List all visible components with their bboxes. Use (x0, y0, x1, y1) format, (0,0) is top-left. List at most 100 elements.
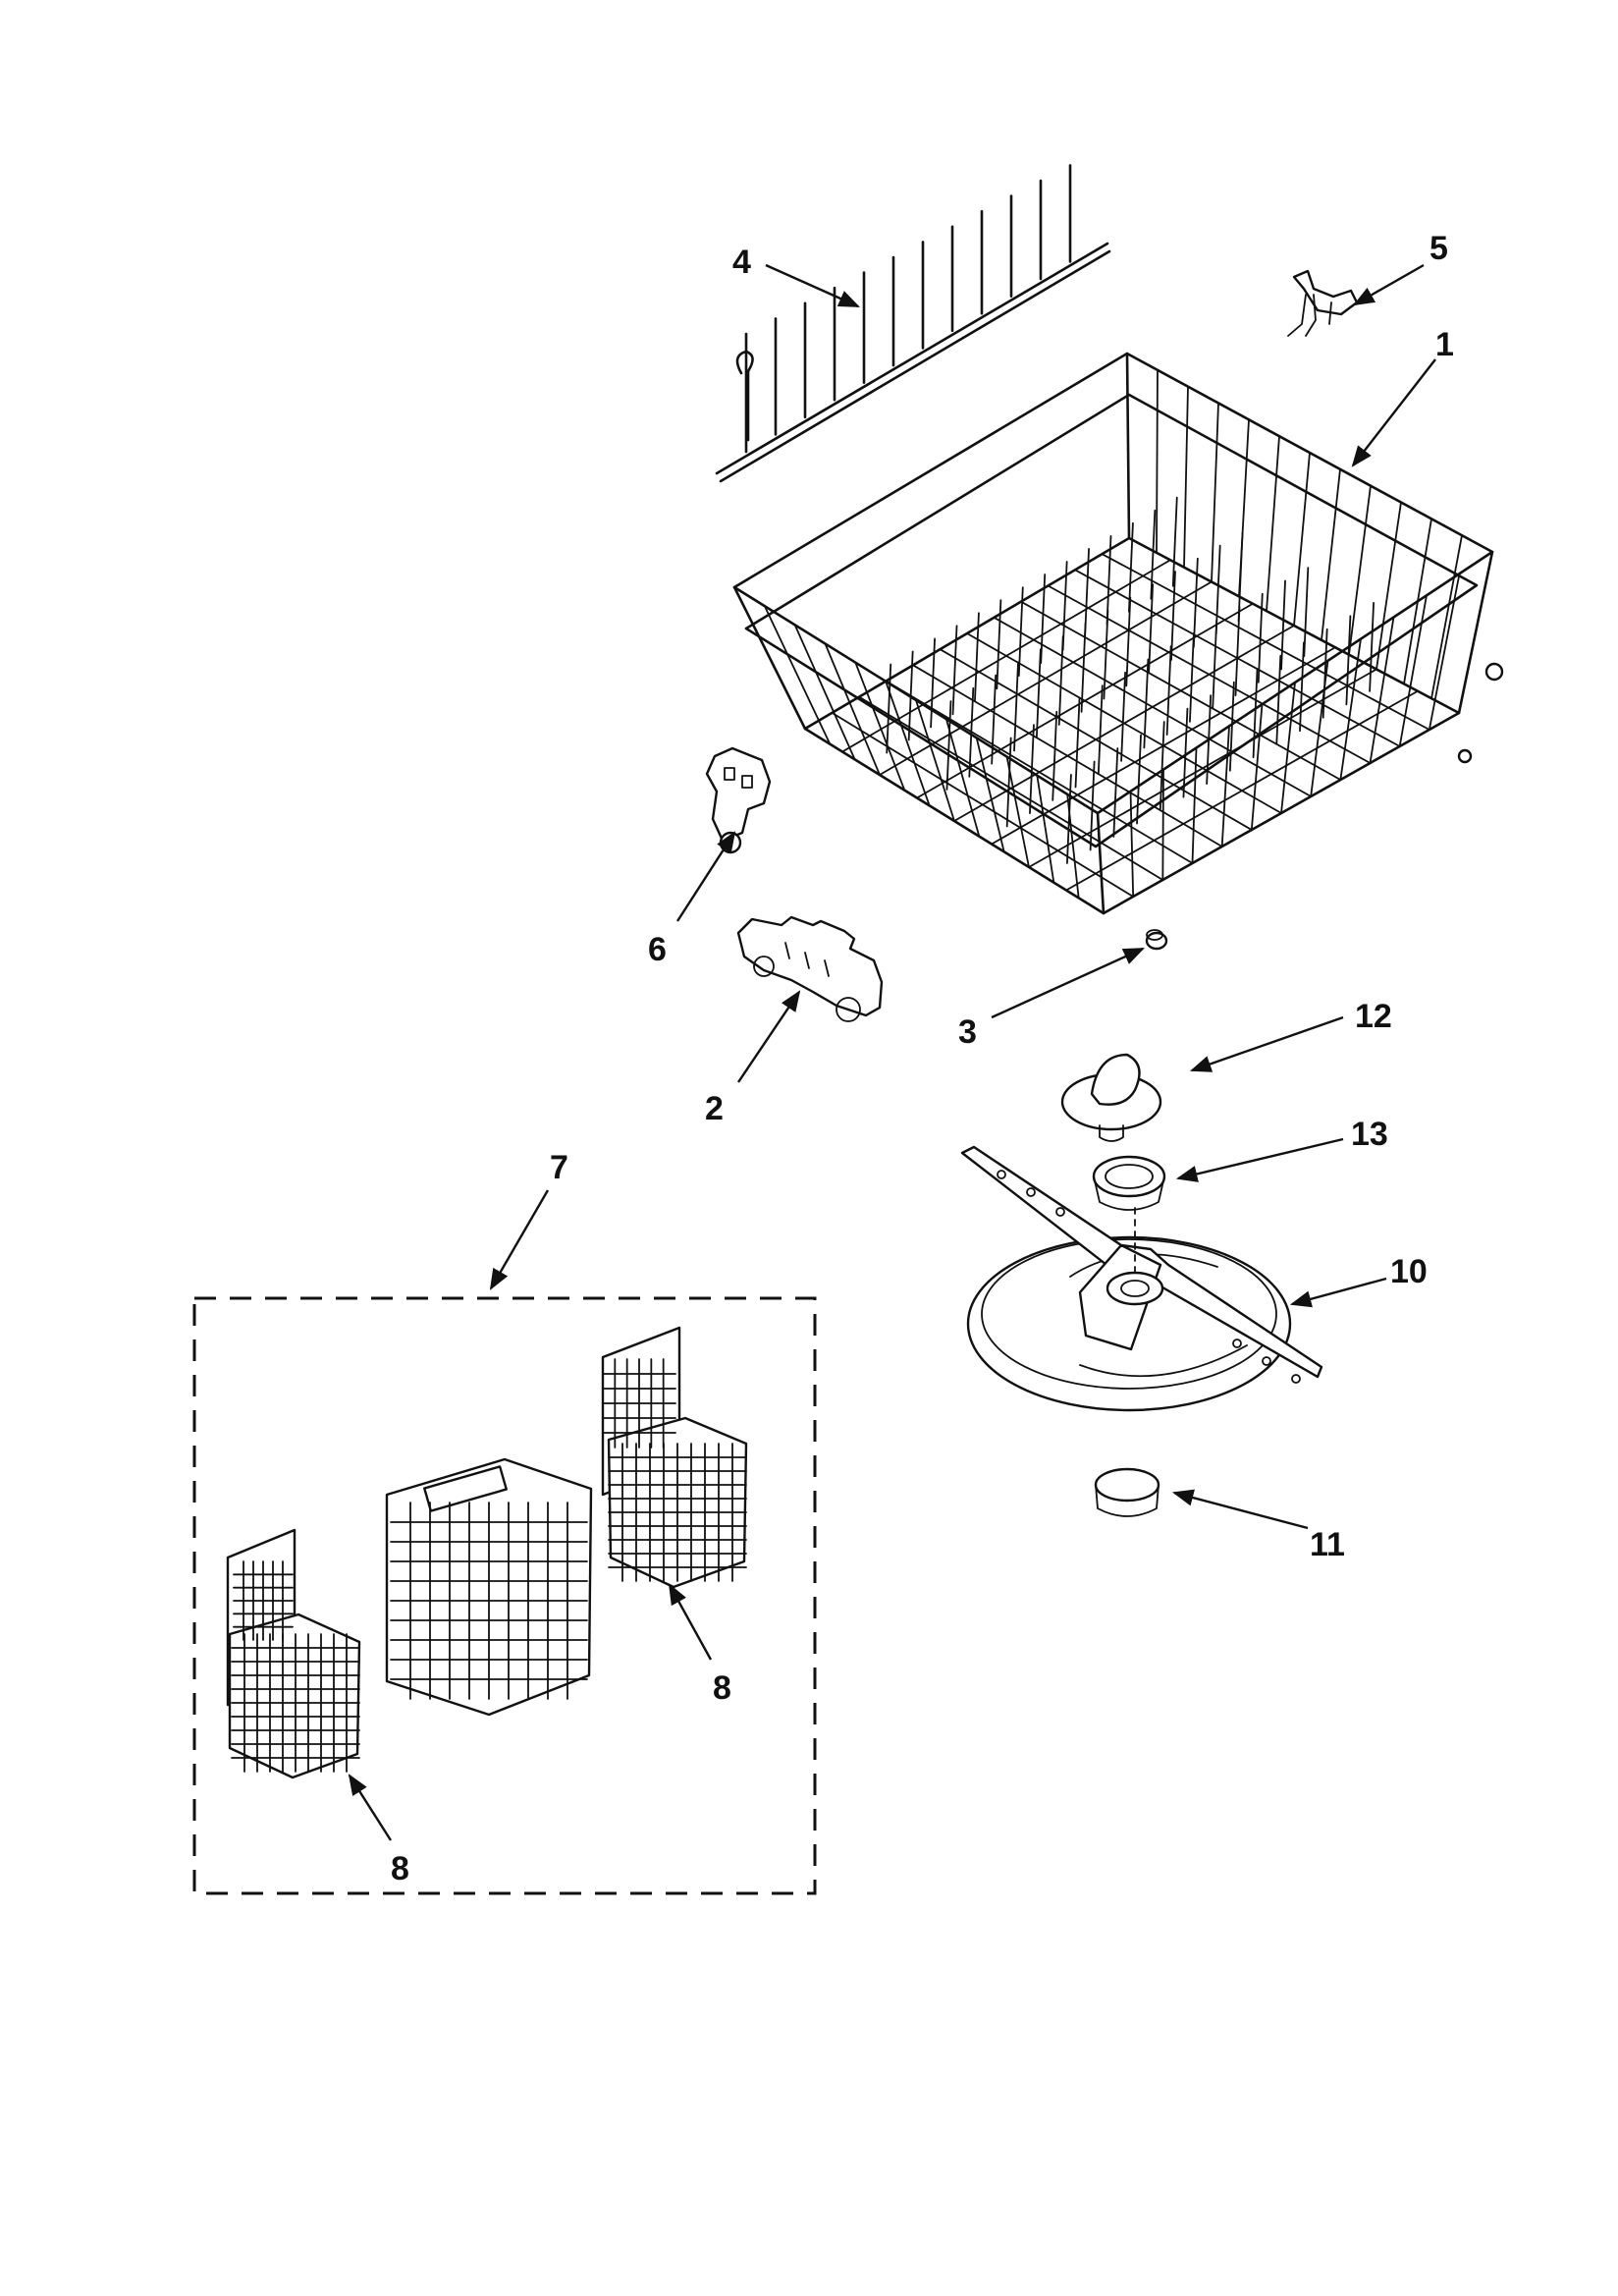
lower-ring-part (1094, 1467, 1160, 1517)
wire-line (1005, 737, 1012, 828)
wire-line (1191, 746, 1198, 864)
leader-10 (1289, 1277, 1387, 1308)
wire-line (854, 661, 906, 792)
wire-line (1189, 631, 1195, 723)
wire-line (1017, 586, 1024, 678)
wire-line (1192, 557, 1199, 648)
callout-8-upper: 8 (713, 1669, 731, 1707)
wire-line (1052, 710, 1058, 801)
wire-line (1228, 681, 1235, 772)
wire-line (1212, 619, 1218, 710)
wire-line (1183, 385, 1189, 569)
wire-line (1275, 654, 1282, 745)
lower-rack-part (732, 352, 1504, 915)
leader-8b (668, 1583, 713, 1661)
leader-4 (765, 263, 860, 308)
callout-3: 3 (958, 1013, 977, 1051)
wire-line (763, 605, 832, 745)
lower-rack-wire-grid (763, 368, 1463, 900)
wire-line (1321, 467, 1341, 641)
leader-3 (991, 947, 1145, 1019)
tine-row-part (715, 164, 1111, 483)
basket-wire-grids (231, 1358, 747, 1773)
leader-12 (1189, 1015, 1344, 1072)
wire-line (1257, 592, 1264, 683)
wire-line (1299, 641, 1305, 733)
roller-assembly-part (736, 915, 884, 1022)
callout-12: 12 (1355, 998, 1392, 1035)
leader-lines (348, 263, 1436, 1841)
wire-line (1057, 635, 1064, 726)
silverware-basket-group-box (192, 1296, 817, 1895)
wire-line (1220, 725, 1230, 847)
callout-10: 10 (1390, 1253, 1428, 1290)
wire-line (944, 718, 981, 838)
wire-line (1234, 606, 1241, 697)
wire-line (1035, 648, 1042, 739)
callout-7: 7 (550, 1149, 568, 1186)
wire-line (824, 642, 881, 776)
leader-6 (675, 831, 736, 922)
wire-line (1182, 707, 1189, 798)
callout-2: 2 (705, 1090, 724, 1127)
wire-line (951, 625, 958, 716)
wire-line (885, 680, 931, 807)
ring-seal-part (1092, 1155, 1166, 1211)
wire-line (1348, 484, 1372, 656)
wire-line (1120, 671, 1126, 762)
callout-1: 1 (1435, 326, 1454, 363)
wire-line (1206, 694, 1213, 786)
wire-line (1428, 573, 1461, 731)
wire-line (996, 599, 1002, 690)
small-basket-left-part (226, 1528, 361, 1779)
rack-roller-part (705, 746, 772, 854)
spray-arm-assembly-part (960, 1145, 1323, 1412)
wire-line (1013, 661, 1019, 752)
clip-part (1287, 269, 1359, 337)
wire-line (1375, 501, 1402, 671)
wire-line (879, 580, 1213, 776)
wire-line (1089, 760, 1096, 851)
wire-line (930, 637, 936, 729)
wire-line (1339, 637, 1362, 781)
wire-line (886, 663, 892, 754)
plug-part (1145, 929, 1168, 951)
wire-line (916, 602, 1254, 799)
wire-line (1266, 435, 1280, 613)
wire-line (1156, 368, 1159, 554)
wire-line (1143, 658, 1150, 749)
wire-line (907, 650, 914, 741)
wire-line (1148, 583, 1155, 675)
wire-line (1293, 452, 1311, 627)
wire-line (1161, 768, 1164, 881)
tine-row-tines (744, 164, 1072, 454)
wire-line (1345, 615, 1352, 706)
wire-line (1321, 628, 1328, 719)
leader-8a (348, 1774, 393, 1841)
wire-line (1080, 622, 1087, 713)
wire-line (1170, 571, 1176, 661)
wire-line (1369, 616, 1395, 764)
wire-line (1036, 774, 1055, 884)
leader-7 (489, 1189, 550, 1290)
callout-13: 13 (1351, 1116, 1388, 1153)
wire-line (1403, 518, 1432, 685)
wire-line (1029, 724, 1035, 815)
wire-line (1065, 689, 1419, 892)
callout-11: 11 (1310, 1526, 1345, 1563)
leader-2 (737, 990, 801, 1083)
wire-line (1165, 645, 1172, 737)
wire-line (915, 699, 955, 822)
wire-line (1303, 567, 1310, 658)
wire-line (975, 737, 1005, 853)
callout-6: 6 (648, 931, 667, 968)
wire-line (1369, 601, 1375, 692)
wire-line (1125, 596, 1132, 687)
wire-line (1103, 609, 1109, 700)
wire-line (1028, 668, 1377, 868)
leader-11 (1171, 1489, 1309, 1530)
wire-line (945, 700, 952, 791)
wire-line (1159, 721, 1165, 811)
callout-4: 4 (732, 244, 751, 281)
